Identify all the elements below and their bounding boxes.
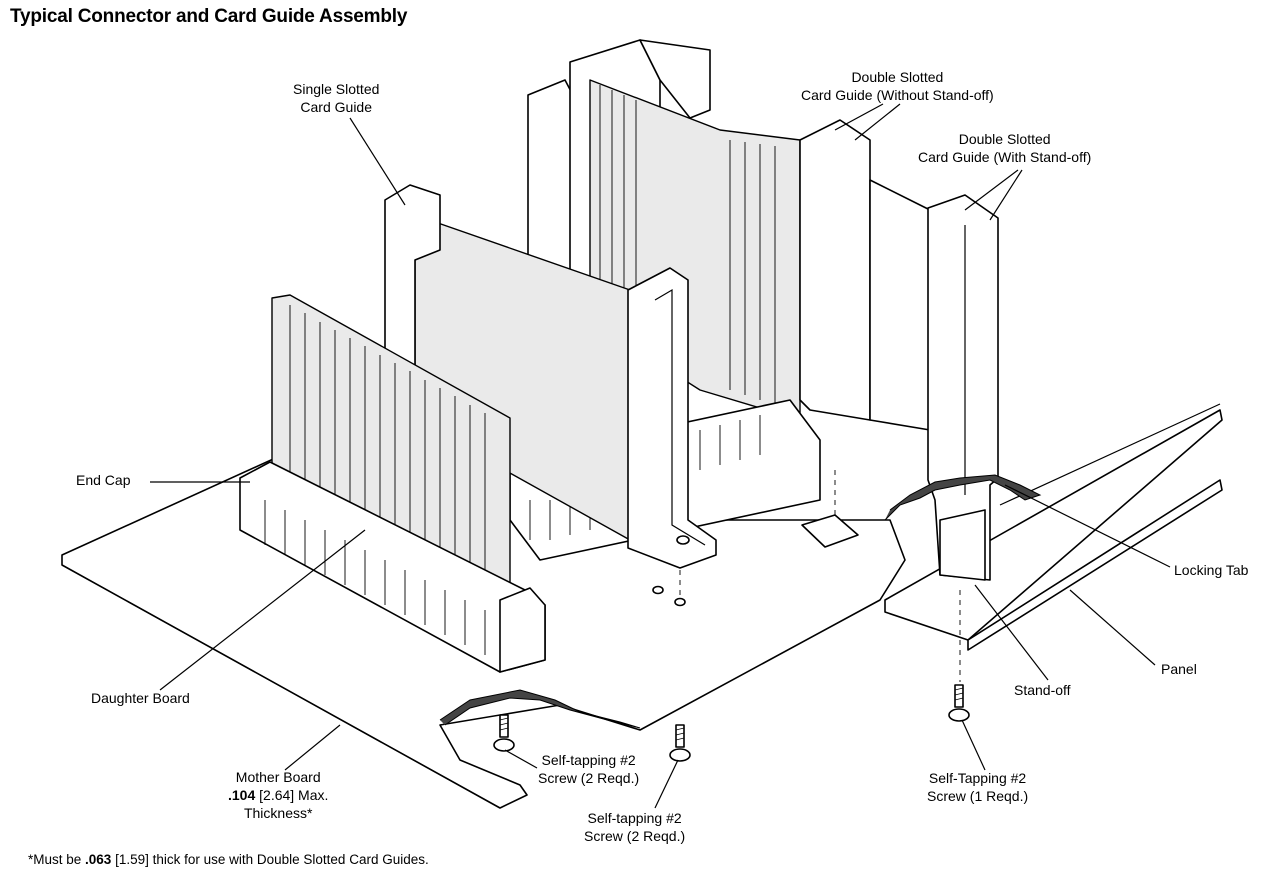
screw-left-label: Self-tapping #2 Screw (2 Reqd.)	[538, 752, 640, 786]
screw-middle-label: Self-tapping #2 Screw (2 Reqd.)	[584, 810, 686, 844]
daughter-board	[271, 294, 511, 621]
panel-label: Panel	[1161, 661, 1197, 677]
mother-board-label: Mother Board .104 [2.64] Max. Thickness*	[228, 769, 329, 821]
daughter-board-label: Daughter Board	[91, 690, 190, 706]
end-cap-label: End Cap	[76, 472, 131, 488]
screw-icon	[493, 714, 515, 752]
screw-right-label: Self-Tapping #2 Screw (1 Reqd.)	[927, 770, 1029, 804]
screw-icon	[669, 724, 691, 762]
screw-icon	[948, 684, 970, 722]
locking-tab-label: Locking Tab	[1174, 562, 1249, 578]
leader-lines	[150, 103, 1171, 809]
double-slotted-card-guide-with-standoff	[884, 194, 1042, 581]
single-slotted-card-guide-label: Single Slotted Card Guide	[293, 81, 380, 115]
front-card-guide	[627, 267, 717, 569]
back-card-guides	[527, 39, 931, 431]
stand-off-label: Stand-off	[1014, 682, 1071, 698]
diagram-title: Typical Connector and Card Guide Assembl…	[10, 6, 408, 27]
front-connector	[239, 461, 546, 673]
double-slotted-with-standoff-label: Double Slotted Card Guide (With Stand-of…	[918, 131, 1092, 165]
double-slotted-without-standoff-label: Double Slotted Card Guide (Without Stand…	[801, 69, 994, 103]
footnote: *Must be .063 [1.59] thick for use with …	[28, 852, 429, 867]
mounting-hole-icon	[652, 585, 686, 607]
